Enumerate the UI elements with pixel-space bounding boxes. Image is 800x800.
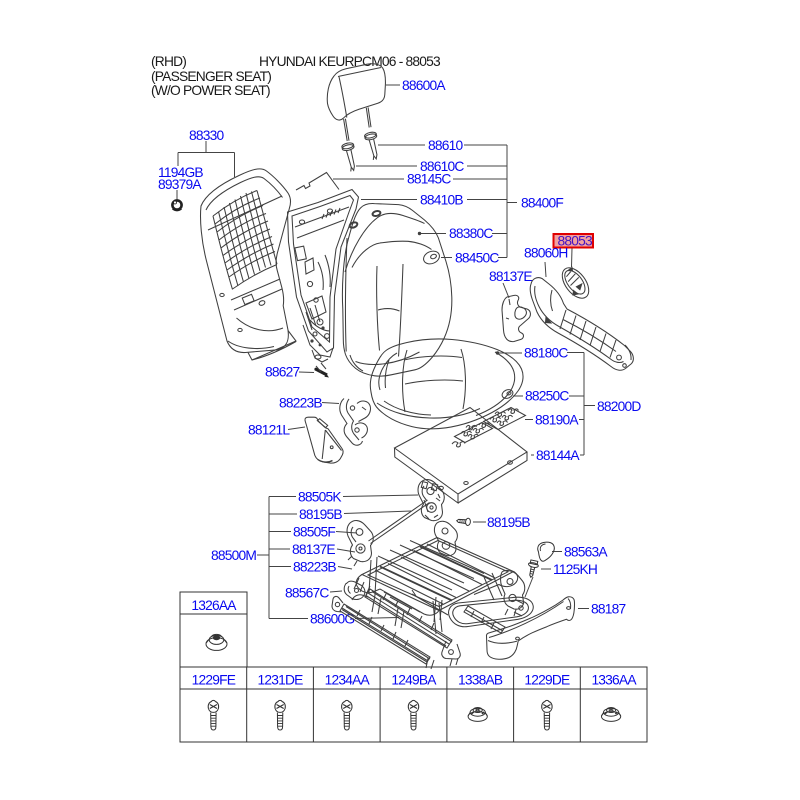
svg-text:1336AA: 1336AA — [591, 673, 637, 688]
svg-text:HYUNDAI KEURPCM06 - 88053: HYUNDAI KEURPCM06 - 88053 — [259, 54, 441, 69]
svg-text:(W/O POWER SEAT): (W/O POWER SEAT) — [151, 83, 270, 98]
svg-text:88500M: 88500M — [211, 548, 256, 563]
svg-text:88563A: 88563A — [564, 545, 608, 560]
svg-text:88121L: 88121L — [248, 423, 290, 438]
svg-text:(PASSENGER SEAT): (PASSENGER SEAT) — [151, 69, 271, 84]
svg-text:88195B: 88195B — [487, 515, 530, 530]
svg-text:88505F: 88505F — [293, 525, 335, 540]
svg-text:1234AA: 1234AA — [325, 673, 371, 688]
svg-text:88137E: 88137E — [489, 269, 532, 284]
svg-text:88223B: 88223B — [293, 560, 336, 575]
svg-text:88380C: 88380C — [449, 226, 493, 241]
svg-text:88190A: 88190A — [535, 413, 579, 428]
svg-text:88610: 88610 — [428, 138, 463, 153]
svg-text:88330: 88330 — [189, 128, 224, 143]
svg-text:88137E: 88137E — [292, 542, 335, 557]
svg-text:88053: 88053 — [558, 234, 593, 249]
svg-text:88450C: 88450C — [455, 251, 499, 266]
svg-text:88600A: 88600A — [402, 78, 446, 93]
svg-text:1229DE: 1229DE — [524, 673, 570, 688]
svg-text:88610C: 88610C — [420, 159, 464, 174]
svg-text:(RHD): (RHD) — [151, 54, 186, 69]
svg-text:88627: 88627 — [265, 365, 299, 380]
svg-text:88600G: 88600G — [310, 612, 354, 627]
svg-text:1194GB: 1194GB — [158, 165, 203, 180]
svg-text:1229FE: 1229FE — [192, 673, 236, 688]
svg-text:88200D: 88200D — [597, 399, 641, 414]
svg-text:88180C: 88180C — [524, 346, 568, 361]
svg-text:1125KH: 1125KH — [553, 562, 597, 577]
svg-text:88223B: 88223B — [279, 396, 322, 411]
svg-text:88187: 88187 — [591, 602, 625, 617]
svg-text:88145C: 88145C — [407, 172, 451, 187]
svg-text:88400F: 88400F — [521, 196, 563, 211]
svg-text:88567C: 88567C — [285, 586, 329, 601]
svg-text:88144A: 88144A — [536, 448, 580, 463]
svg-text:89379A: 89379A — [158, 177, 202, 192]
svg-text:1338AB: 1338AB — [458, 673, 503, 688]
svg-text:88505K: 88505K — [298, 490, 342, 505]
svg-text:88250C: 88250C — [525, 389, 569, 404]
svg-text:1326AA: 1326AA — [191, 598, 237, 613]
svg-text:88195B: 88195B — [299, 507, 342, 522]
svg-text:1231DE: 1231DE — [257, 673, 303, 688]
svg-text:88060H: 88060H — [524, 246, 568, 261]
svg-text:1249BA: 1249BA — [391, 673, 437, 688]
svg-text:88410B: 88410B — [420, 193, 463, 208]
